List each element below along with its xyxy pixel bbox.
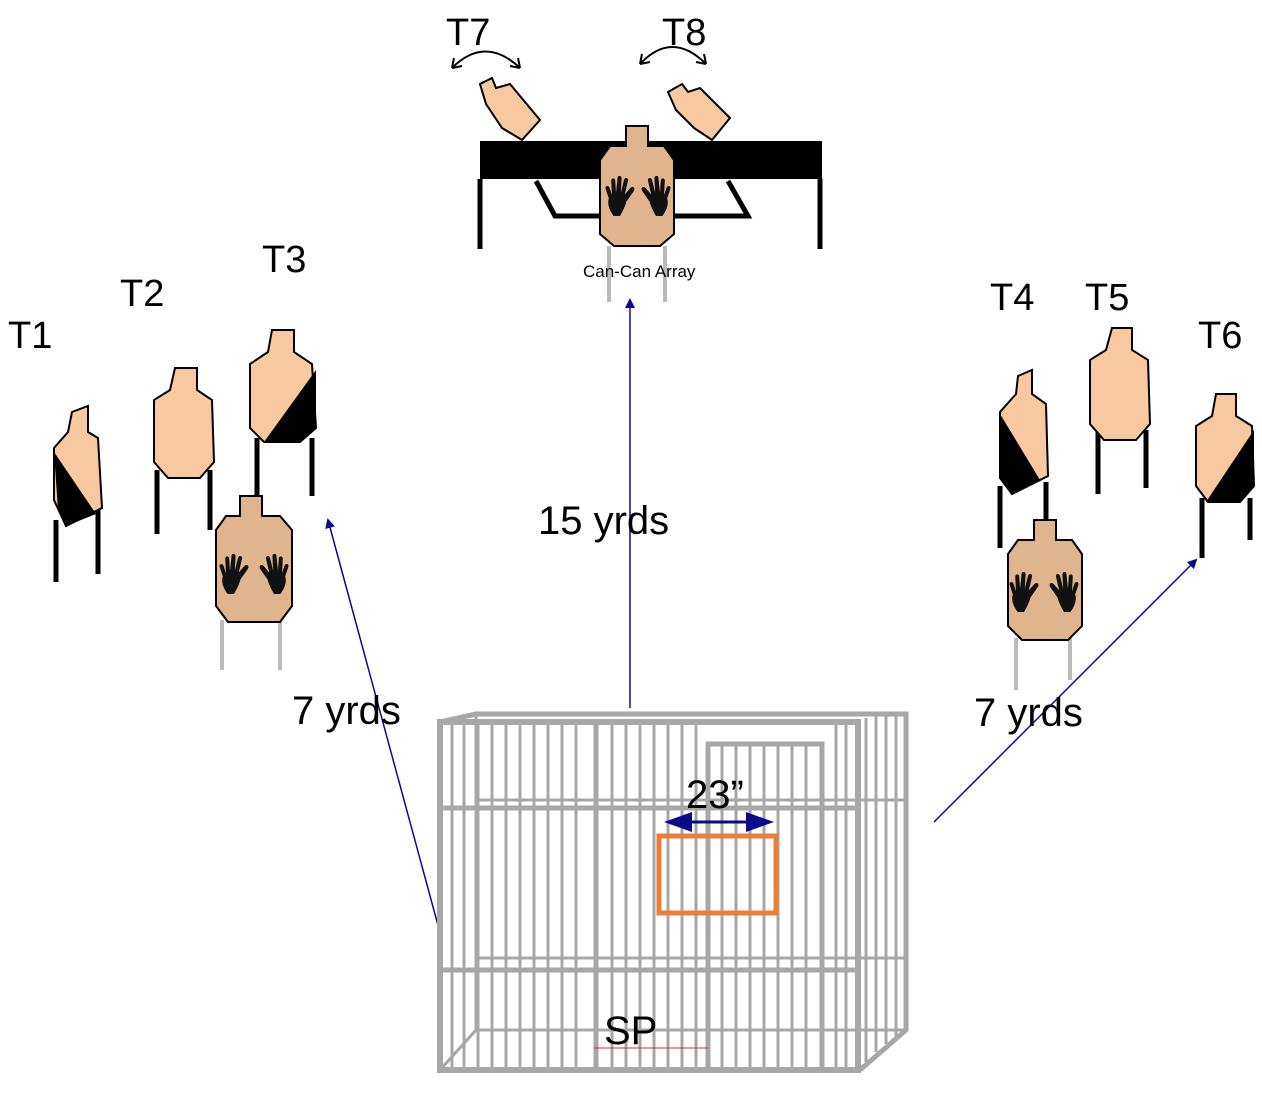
label-t8: T8 [662,12,706,54]
no-shoot-target-right [1007,519,1083,690]
target-t8-swinger [639,46,732,142]
swing-arc-icon [639,46,707,65]
window-width-arrow [664,812,774,832]
window-width-label: 23” [686,773,744,817]
distance-center-label: 15 yrds [538,499,669,543]
label-t2: T2 [120,273,164,315]
target-t1 [53,404,104,582]
target-t5 [1089,327,1152,494]
label-t5: T5 [1085,277,1129,319]
label-t3: T3 [262,239,306,281]
no-shoot-target-left [215,495,293,670]
label-t6: T6 [1198,315,1242,357]
distance-right-label: 7 yrds [974,691,1083,735]
can-can-array-label: Can-Can Array [583,262,696,281]
right-target-array [997,327,1256,690]
target-t3 [249,329,318,500]
start-cage [437,711,909,1073]
no-shoot-target-center [599,125,675,247]
label-t7: T7 [446,12,490,54]
can-can-array: Can-Can Array [451,46,823,302]
arrow-right [933,558,1198,823]
arrow-left [325,518,443,941]
label-t1: T1 [8,315,52,357]
target-t6 [1195,393,1256,558]
target-t4 [997,368,1050,548]
target-t2 [153,367,216,534]
swing-arc-icon [451,50,521,69]
label-t4: T4 [990,277,1034,319]
start-position-label: SP [604,1009,657,1053]
cage-window [656,833,779,916]
left-target-array [53,329,318,670]
distance-left-label: 7 yrds [292,689,401,733]
target-t7-swinger [451,50,542,142]
distance-arrows [325,298,1198,941]
